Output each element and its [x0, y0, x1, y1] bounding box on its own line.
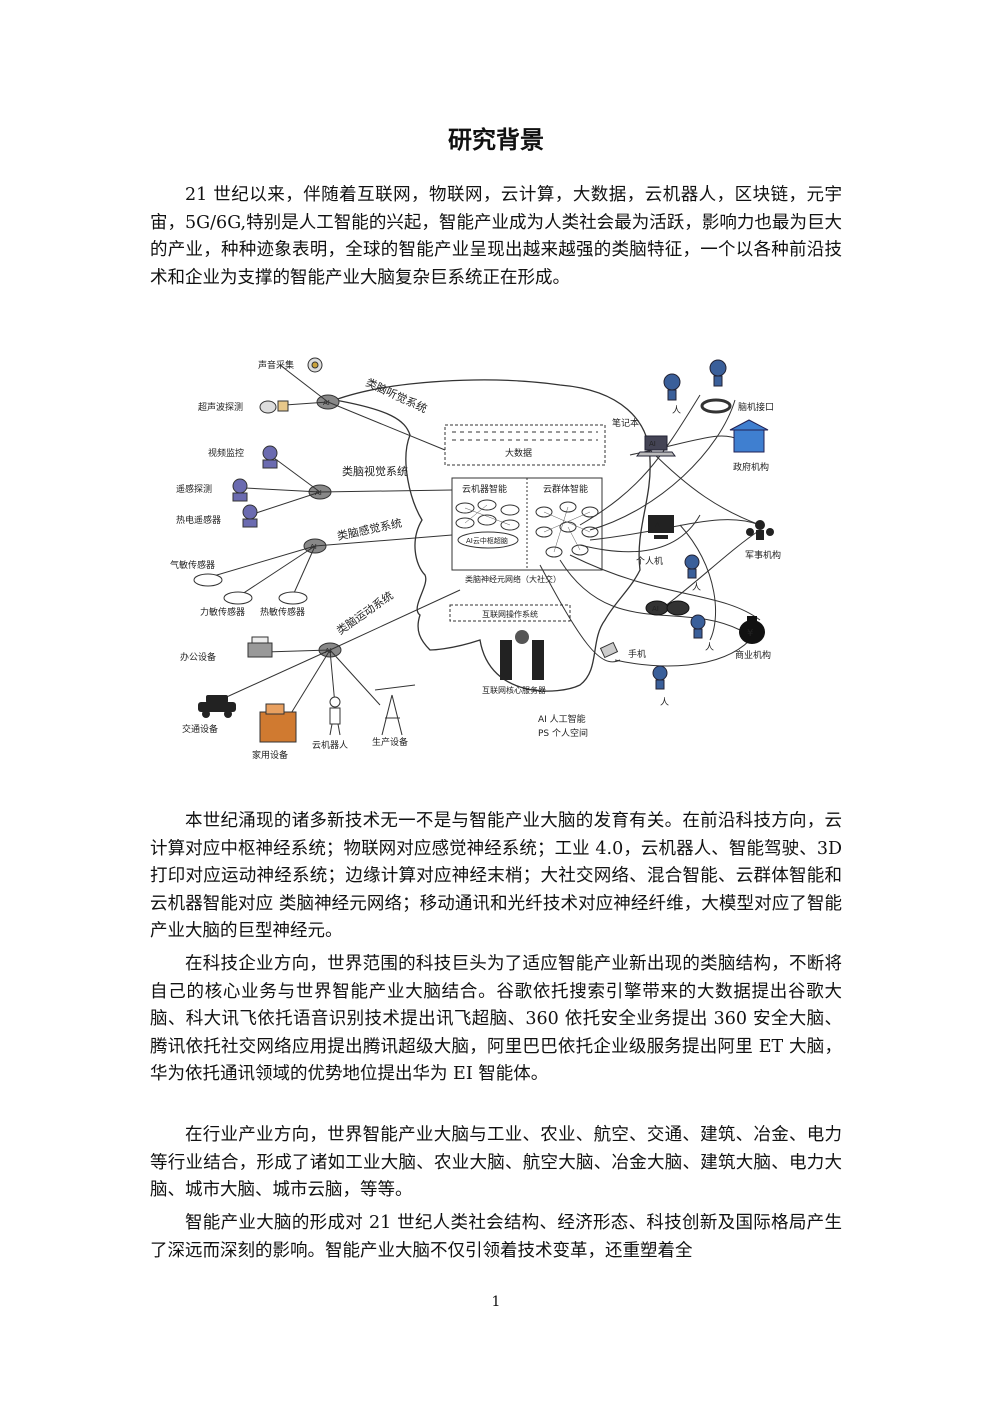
- phone-label: 手机: [628, 648, 646, 660]
- paragraph-companies: 在科技企业方向，世界范围的科技巨头为了适应智能产业新出现的类脑结构，不断将自己的…: [150, 954, 842, 1085]
- government-building-icon: [729, 419, 769, 453]
- person-label: 人: [705, 642, 714, 653]
- car-icon: [198, 695, 236, 718]
- business-label: 商业机构: [735, 649, 771, 661]
- video-label: 视频监控: [208, 447, 244, 459]
- paragraph-impact: 智能产业大脑的形成对 21 世纪人类社会结构、经济形态、科技创新及国际格局产生了…: [150, 1213, 842, 1261]
- paragraph-tech: 本世纪涌现的诸多新技术无一不是与智能产业大脑的发育有关。在前沿科技方向，云计算对…: [150, 811, 842, 942]
- person-labels: 人 人 人 人: [660, 405, 714, 708]
- cloud-group-label: 云群体智能: [543, 483, 588, 495]
- page-title: 研究背景: [448, 126, 544, 154]
- notebook-ai-text: AI: [649, 440, 656, 448]
- sound-sensor: [307, 357, 323, 373]
- legend-ai: AI 人工智能: [538, 713, 586, 725]
- military-icon: [746, 520, 774, 540]
- money-yen-text: ¥: [747, 628, 753, 639]
- ai-supercenter-node: [457, 531, 519, 549]
- visual-label: 类脑视觉系统: [342, 464, 408, 478]
- paragraph-intro: 21 世纪以来，伴随着互联网，物联网，云计算，大数据，云机器人，区块链，元宇宙，…: [150, 185, 842, 288]
- person-label: 人: [692, 582, 701, 593]
- motor-label: 类脑运动系统: [334, 588, 396, 637]
- office-label: 办公设备: [180, 651, 216, 663]
- gas-label: 气敏传感器: [170, 559, 215, 571]
- bigdata-box: [444, 424, 606, 466]
- gas-sensor: [193, 573, 223, 587]
- traffic-label: 交通设备: [182, 723, 218, 735]
- home-label: 家用设备: [252, 749, 288, 761]
- bigdata-ticks: [452, 431, 598, 441]
- bci-headset-icon: [700, 398, 732, 414]
- hub-ai-text: AI: [323, 399, 330, 407]
- gov-label: 政府机构: [733, 461, 769, 473]
- production-label: 生产设备: [372, 736, 408, 748]
- phone-icon: [599, 641, 619, 659]
- heat-label: 热敏传感器: [260, 606, 305, 618]
- os-box: [449, 604, 571, 622]
- heat-sensor: [278, 591, 308, 605]
- paragraph-industries: 在行业产业方向，世界智能产业大脑与工业、农业、航空、交通、建筑、冶金、电力等行业…: [150, 1125, 842, 1201]
- person-icons: [652, 359, 727, 690]
- server-label: 互联网核心服务器: [482, 685, 546, 695]
- video-camera-icon: [262, 445, 278, 469]
- pc-icon: [648, 515, 674, 539]
- brain-outline: [332, 379, 651, 692]
- hub-ai-texts: AI AI AI AI: [310, 399, 332, 655]
- ultrasonic-sensor: [259, 400, 289, 414]
- ultrasonic-label: 超声波探测: [198, 401, 243, 413]
- smart-industry-brain-diagram: 大数据 云机器智能 云群体智能 AI云中枢超脑 类脑神经元网络（大社交） 互联网…: [170, 357, 781, 761]
- right-links: [539, 394, 761, 667]
- vr-glasses-icon: [645, 600, 690, 616]
- core-links: [464, 504, 591, 553]
- person-label: 人: [672, 405, 681, 416]
- bci-label: 脑机接口: [738, 401, 774, 413]
- legend-ps: PS 个人空间: [538, 727, 588, 739]
- person-label: 人: [660, 697, 669, 708]
- pc-label: 个人机: [636, 555, 663, 567]
- os-label: 互联网操作系统: [482, 609, 538, 619]
- server-racks: [500, 630, 544, 680]
- hub-nodes: [303, 394, 342, 658]
- sound-label: 声音采集: [258, 359, 294, 371]
- sensory-label: 类脑感觉系统: [336, 516, 403, 543]
- left-links: [199, 364, 461, 716]
- ai-supercenter-label: AI云中枢超脑: [466, 536, 508, 545]
- robot-label: 云机器人: [312, 739, 348, 751]
- thermal-label: 热电遥感器: [176, 514, 221, 526]
- cloud-machine-label: 云机器智能: [462, 483, 507, 495]
- bigdata-label: 大数据: [505, 447, 532, 459]
- thermal-sensor-icon: [242, 504, 258, 528]
- pc-ai-text: AI: [655, 521, 662, 529]
- production-icon: [374, 684, 416, 736]
- money-bag-icon: [739, 616, 765, 644]
- remote-label: 遥感探测: [176, 483, 212, 495]
- page-number: 1: [491, 1294, 501, 1310]
- robot-icon: [329, 696, 341, 736]
- pressure-label: 力敏传感器: [200, 606, 245, 618]
- notebook-icon: [636, 435, 676, 457]
- neuron-net-label: 类脑神经元网络（大社交）: [465, 574, 561, 584]
- printer-icon: [247, 636, 273, 658]
- notebook-label: 笔记本: [612, 417, 639, 429]
- military-label: 军事机构: [745, 549, 781, 561]
- home-appliance-icon: [259, 703, 297, 743]
- pressure-sensor: [223, 591, 253, 605]
- vr-ai-text: AI: [652, 605, 659, 613]
- remote-sensing-icon: [232, 478, 248, 502]
